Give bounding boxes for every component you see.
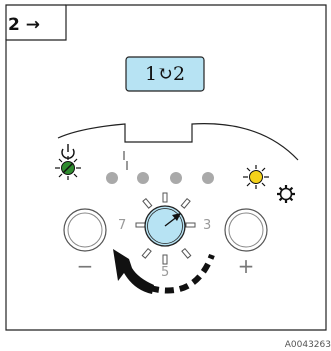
- light-led: [243, 165, 269, 189]
- indicator-dot: [106, 172, 118, 184]
- rotation-dashed-arc: [149, 253, 215, 294]
- rotate-left-arrow: [113, 249, 154, 294]
- plus-label: +: [237, 254, 255, 278]
- dial-scale-bottom: 5: [161, 265, 170, 280]
- step-number: 2 →: [8, 15, 40, 35]
- dial-ticks: [135, 192, 196, 265]
- rotary-dial-inner: [147, 208, 183, 244]
- display-mode-text: 1↻2: [144, 63, 186, 85]
- minus-button-inner: [67, 212, 103, 248]
- plus-button-inner: [228, 212, 264, 248]
- dial-pointer: [164, 213, 181, 227]
- indicator-dot: [202, 172, 214, 184]
- panel-frame: [5, 4, 327, 331]
- dial-scale-right: 3: [203, 218, 212, 233]
- indicator-dot: [170, 172, 182, 184]
- minus-label: −: [76, 254, 94, 278]
- dial-scale-left: 7: [118, 218, 127, 233]
- gear-icon: [277, 185, 295, 203]
- power-led: [55, 156, 81, 180]
- indicator-dot: [137, 172, 149, 184]
- step-tab: [5, 4, 66, 40]
- reference-code: A0043263: [284, 340, 331, 350]
- minus-button[interactable]: [63, 208, 107, 252]
- housing-outline: [57, 123, 299, 161]
- display-box: [125, 56, 205, 92]
- plus-button[interactable]: [224, 208, 268, 252]
